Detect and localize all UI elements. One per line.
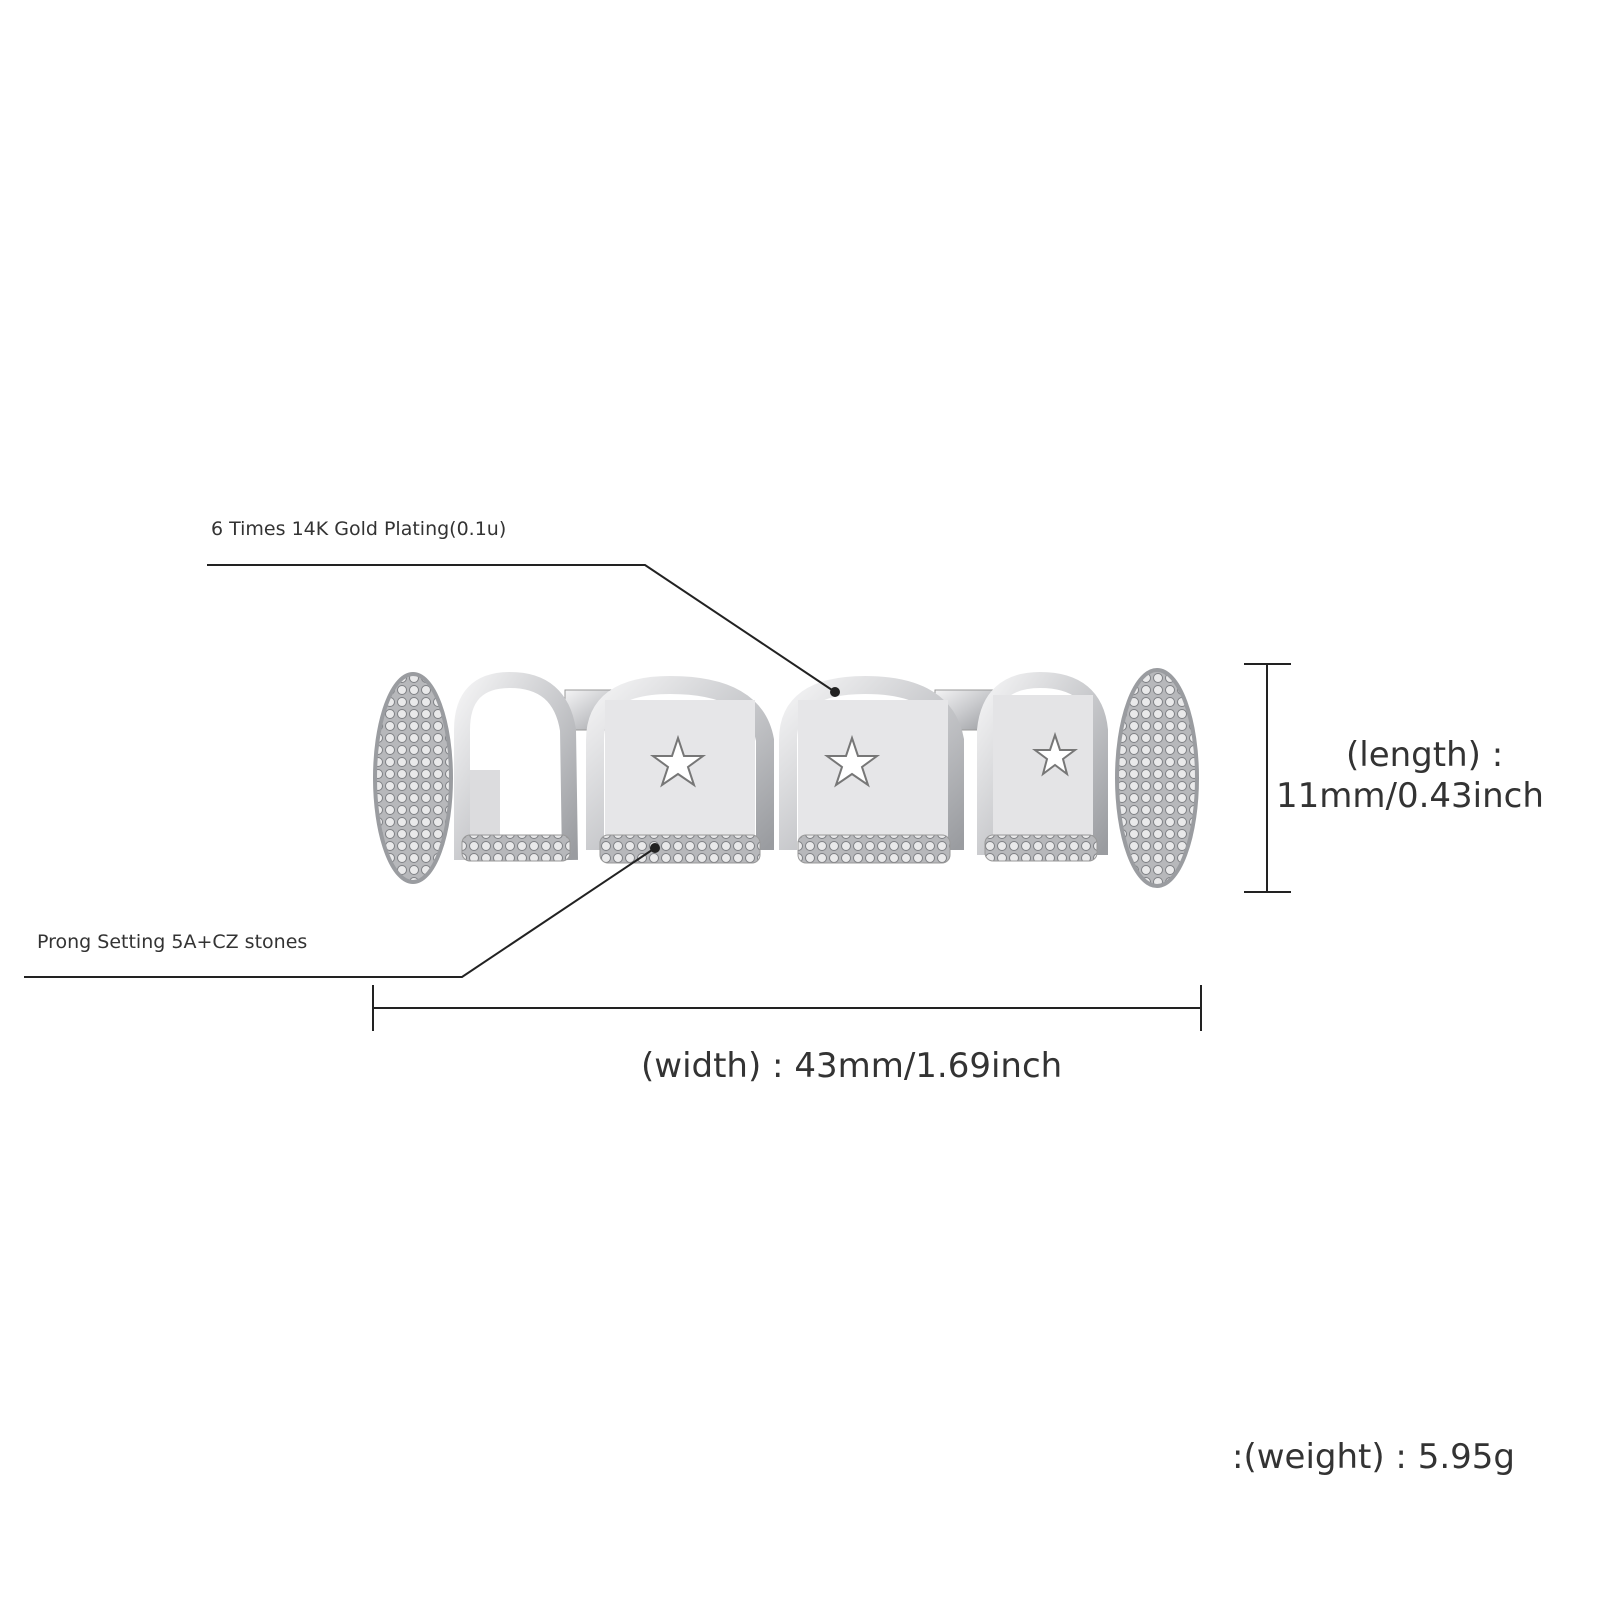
right-fang: [1115, 668, 1199, 888]
width-dimension-line: [372, 985, 1202, 1031]
stones-leader: [24, 847, 656, 978]
tooth: [454, 671, 578, 862]
width-label: (width) : 43mm/1.69inch: [641, 1046, 1063, 1086]
tooth: [779, 675, 964, 864]
weight-label: :(weight) : 5.95g: [1232, 1437, 1515, 1477]
grillz-product: [373, 668, 1199, 888]
tooth: [977, 671, 1108, 862]
stones-label: Prong Setting 5A+CZ stones: [37, 931, 308, 953]
length-label: (length) :: [1346, 735, 1504, 775]
length-dimension-line: [1244, 663, 1291, 893]
plating-leader: [207, 564, 836, 693]
plating-label: 6 Times 14K Gold Plating(0.1u): [211, 518, 507, 540]
leader-lines: [24, 564, 1291, 1031]
length-value: 11mm/0.43inch: [1276, 776, 1544, 816]
left-fang: [373, 672, 453, 884]
tooth: [586, 675, 774, 864]
